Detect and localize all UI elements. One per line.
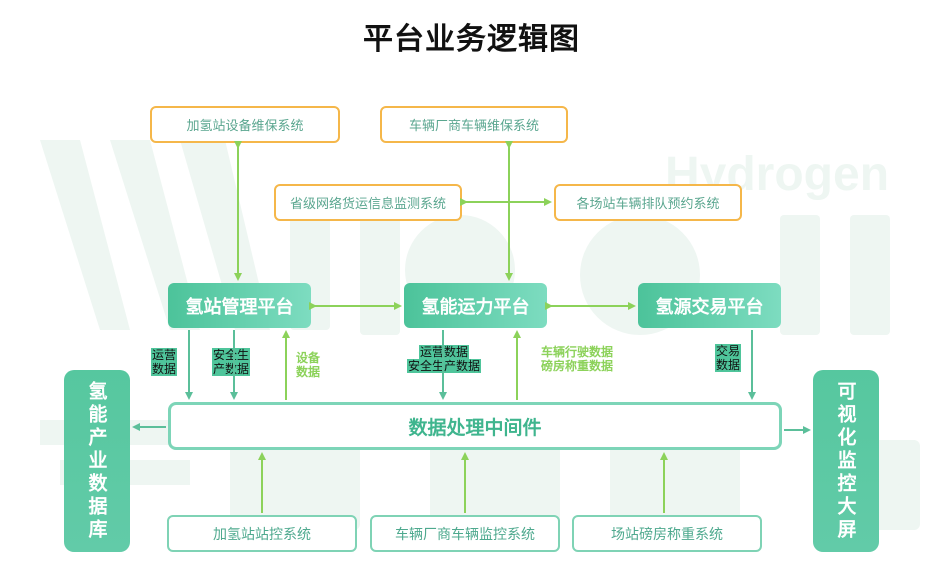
system-provincial-freight-monitoring: 省级网络货运信息监测系统 — [274, 184, 462, 221]
flow-label-trade-data: 交易数据 — [714, 344, 741, 372]
flow-label-device-data: 设备数据 — [295, 351, 320, 379]
hydrogen-industry-database: 氢能产业数据库 — [64, 370, 130, 552]
platform-station-management: 氢站管理平台 — [168, 283, 311, 328]
page-title: 平台业务逻辑图 — [363, 22, 580, 57]
platform-hydrogen-trading: 氢源交易平台 — [638, 283, 781, 328]
flow-label-safety-data: 安全生产数据 — [211, 348, 250, 376]
system-vehicle-monitoring: 车辆厂商车辆监控系统 — [370, 515, 560, 552]
system-hydrogen-station-maintenance: 加氢站设备维保系统 — [150, 106, 340, 143]
system-vehicle-maker-maintenance: 车辆厂商车辆维保系统 — [380, 106, 568, 143]
middleware-box: 数据处理中间件 — [168, 402, 782, 450]
system-station-control: 加氢站站控系统 — [167, 515, 357, 552]
flow-label-vehicle-weighing-data: 车辆行驶数据磅房称重数据 — [540, 345, 613, 373]
platform-hydrogen-capacity: 氢能运力平台 — [404, 283, 547, 328]
system-station-weighing: 场站磅房称重系统 — [572, 515, 762, 552]
flow-label-ops-data: 运营数据 — [150, 348, 177, 376]
system-station-queue-booking: 各场站车辆排队预约系统 — [554, 184, 742, 221]
visual-monitoring-screen: 可视化监控大屏 — [813, 370, 879, 552]
